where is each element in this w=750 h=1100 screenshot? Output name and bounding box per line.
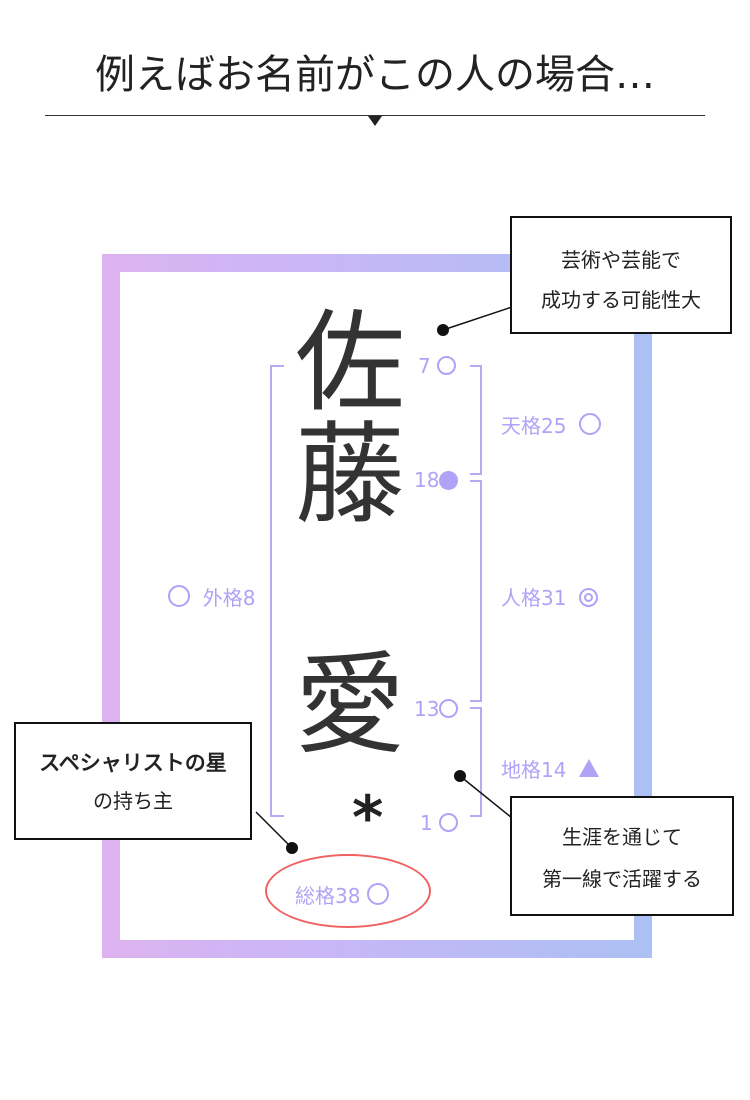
callout-line: スペシャリストの星 <box>39 751 227 775</box>
callout-line: 芸術や芸能で <box>561 248 681 272</box>
jinkaku-bracket <box>470 480 482 702</box>
leader-dot <box>454 770 466 782</box>
callout-bottom-left: スペシャリストの星 の持ち主 <box>14 722 252 840</box>
circle-icon <box>579 413 602 435</box>
soukaku-highlight-ellipse <box>265 854 431 928</box>
chikaku-bracket <box>470 707 482 817</box>
stroke-13: 13 <box>414 697 459 721</box>
jinkaku-label: 人格31 <box>501 582 599 611</box>
callout-line: 成功する可能性大 <box>541 288 701 312</box>
down-arrow-icon <box>368 116 382 126</box>
circle-icon <box>437 356 457 375</box>
stroke-7: 7 <box>418 354 457 378</box>
leader-dot <box>286 842 298 854</box>
tenkaku-label: 天格25 <box>501 410 602 439</box>
chikaku-label: 地格14 <box>501 754 600 783</box>
stroke-18: 18 <box>414 468 459 492</box>
gaikaku-label: 外格8 <box>168 582 255 611</box>
stroke-1: 1 <box>420 811 459 835</box>
surname-char-2: 藤 <box>295 411 405 539</box>
callout-line: の持ち主 <box>93 789 173 813</box>
double-circle-icon <box>579 588 599 607</box>
callout-line: 第一線で活躍する <box>542 867 702 891</box>
circle-icon <box>168 585 190 607</box>
page-title: 例えばお名前がこの人の場合… <box>95 52 655 98</box>
leader-line-top <box>442 306 513 331</box>
circle-icon <box>439 813 459 832</box>
filled-circle-icon <box>439 471 459 490</box>
leader-line-bottom-right <box>459 775 513 819</box>
leader-line-bottom-left <box>255 811 293 849</box>
tenkaku-bracket <box>470 365 482 475</box>
leader-dot <box>437 324 449 336</box>
callout-line: 生涯を通じて <box>562 825 682 849</box>
extra-mark: * <box>352 783 384 853</box>
callout-bottom-right: 生涯を通じて 第一線で活躍する <box>510 796 734 916</box>
callout-top-right: 芸術や芸能で 成功する可能性大 <box>510 216 732 334</box>
given-char-1: 愛 <box>295 641 405 769</box>
surname-char-1: 佐 <box>295 299 405 427</box>
circle-icon <box>439 699 459 718</box>
triangle-icon <box>579 759 600 777</box>
gaikaku-bracket <box>270 365 284 817</box>
divider <box>45 115 705 116</box>
